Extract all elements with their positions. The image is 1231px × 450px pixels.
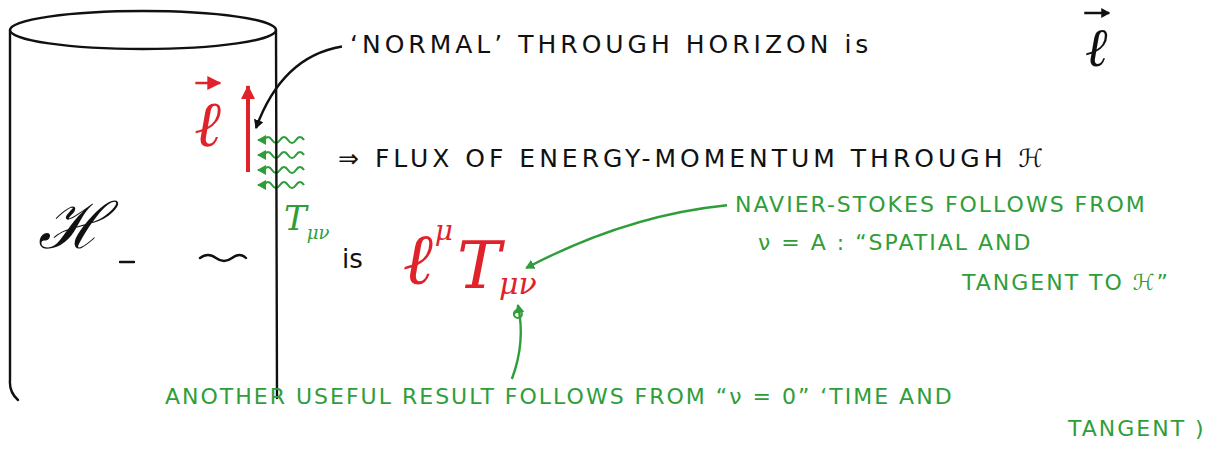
leader-line	[512, 305, 521, 379]
formula-symbol: ℓ	[403, 216, 433, 302]
annotation-text: TANGENT TO ℋ”	[962, 270, 1170, 296]
vector-symbol: ℓ	[1085, 16, 1108, 81]
annotation-text: ν = A : “SPATIAL AND	[758, 230, 1032, 256]
leader-line	[526, 205, 727, 268]
leader-line	[256, 47, 342, 129]
flux-arrows	[258, 137, 304, 188]
horizon-cylinder: ℋ	[0, 0, 292, 450]
tensor-symbol: T	[284, 198, 307, 239]
tensor-index: μν	[307, 222, 330, 244]
formula-index: μν	[499, 266, 537, 302]
vector-mark	[1084, 12, 1109, 15]
note-text: ‘NORMAL’ THROUGH HORIZON is	[350, 30, 872, 60]
note-text: is	[342, 244, 363, 275]
vector-symbol: ℓ	[194, 86, 221, 163]
annotation-text: NAVIER-STOKES FOLLOWS FROM	[735, 192, 1147, 218]
annotation-text: ANOTHER USEFUL RESULT FOLLOWS FROM “ν = …	[165, 384, 954, 410]
vector-mark	[195, 82, 220, 85]
formula-symbol: T	[457, 226, 501, 305]
horizon-symbol: ℋ	[38, 188, 106, 265]
normal-vector-arrow	[246, 86, 250, 172]
formula-index: μ	[435, 214, 453, 248]
annotation-text: TANGENT )	[1068, 416, 1206, 442]
leader-dot	[514, 310, 522, 318]
note-text: ⇒ FLUX OF ENERGY-MOMENTUM THROUGH ℋ	[338, 144, 1047, 174]
